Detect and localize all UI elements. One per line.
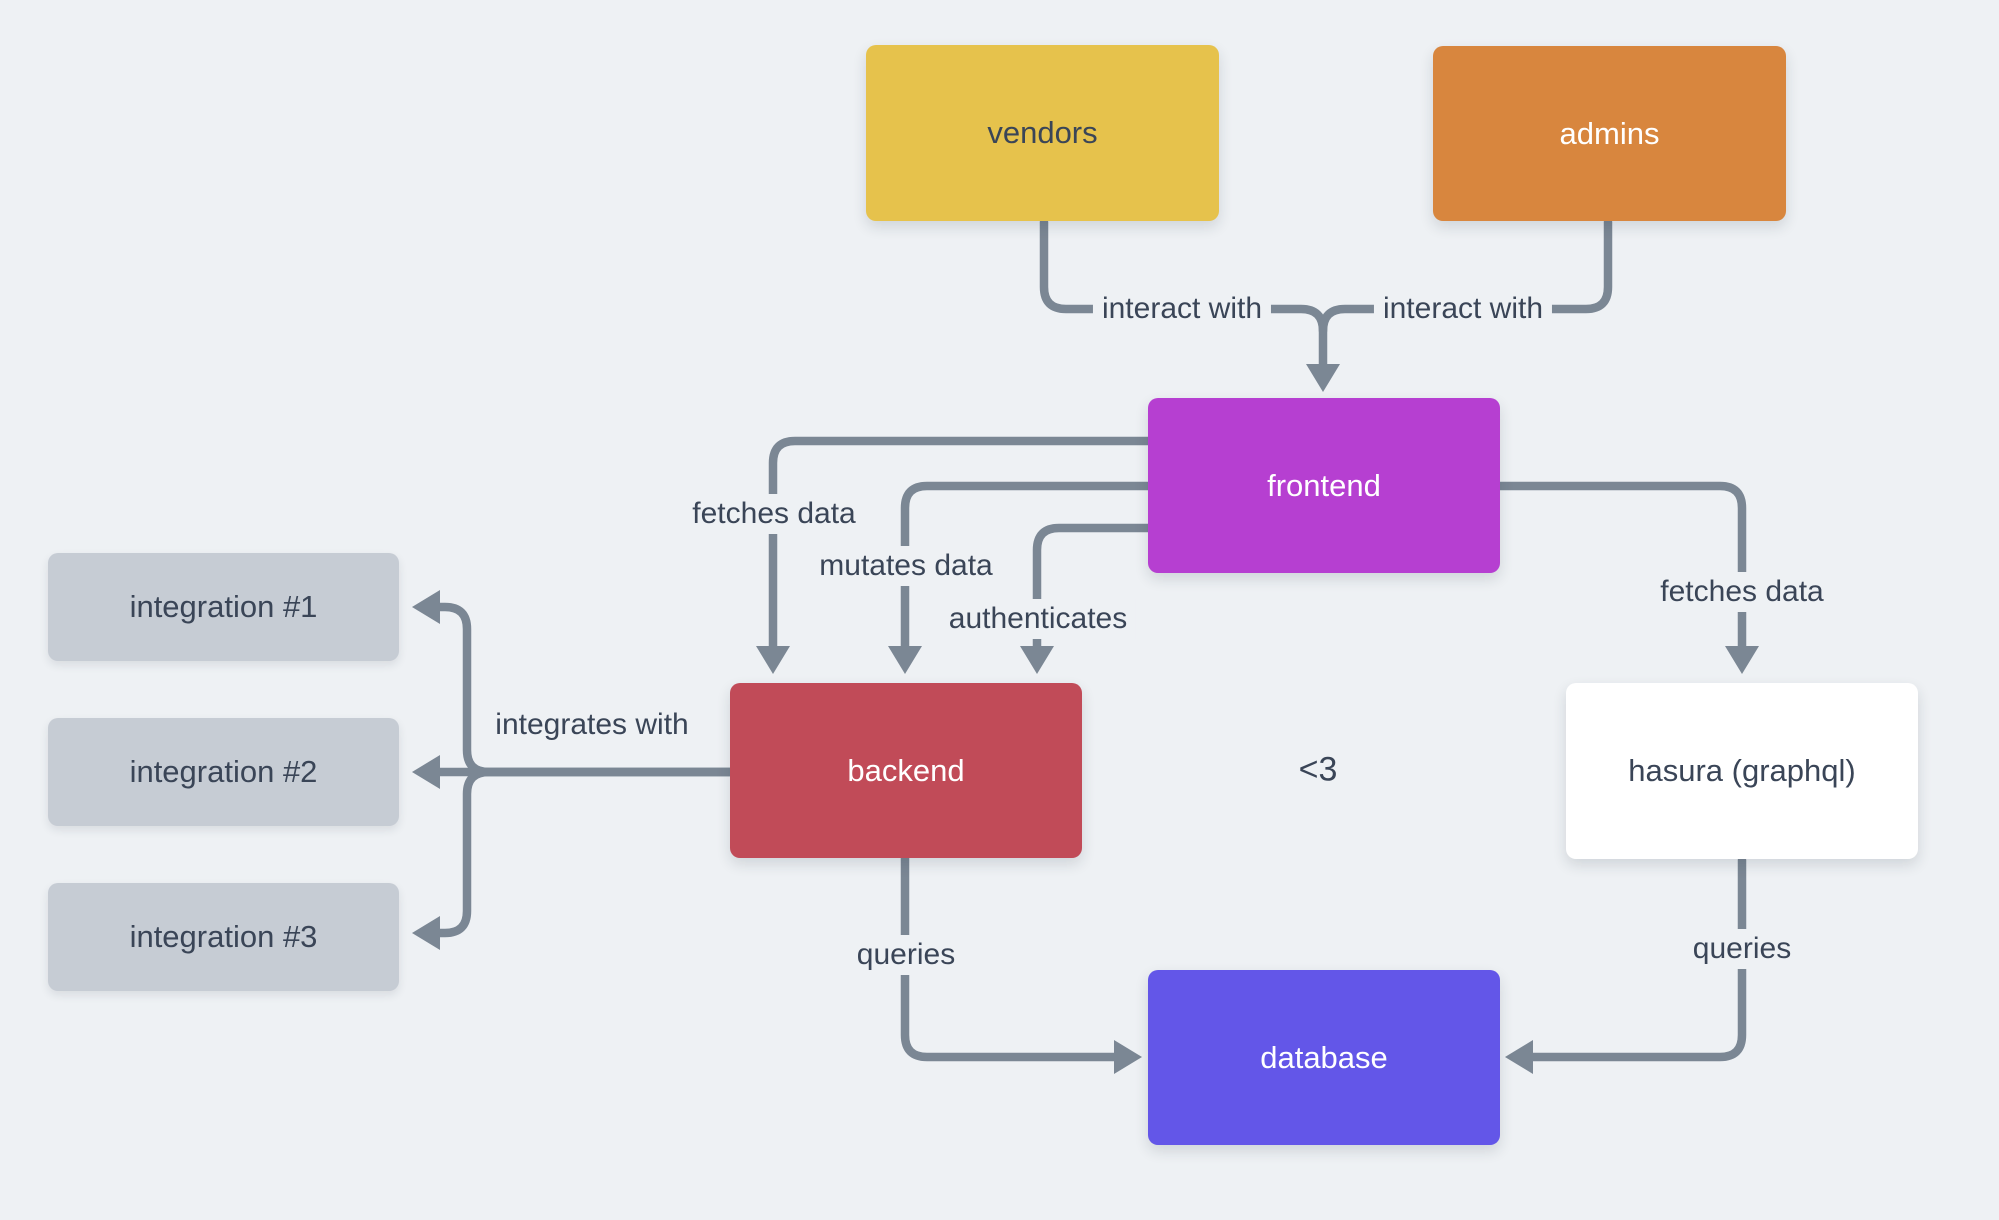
arrowhead-down-backend-2	[888, 646, 922, 674]
edge-label-queries-hasura: queries	[1683, 929, 1801, 969]
edge-label-mutates-data: mutates data	[810, 546, 1002, 586]
arrowhead-left-integration1	[412, 590, 440, 624]
node-integration-3: integration #3	[48, 883, 399, 991]
node-hasura: hasura (graphql)	[1566, 683, 1918, 859]
heart-text: <3	[1298, 750, 1338, 789]
node-integration-1-label: integration #1	[129, 589, 318, 624]
node-integration-1: integration #1	[48, 553, 399, 661]
node-frontend: frontend	[1148, 398, 1500, 573]
arrowhead-down-backend-1	[756, 646, 790, 674]
node-database: database	[1148, 970, 1500, 1145]
edge-label-fetches-data-hasura: fetches data	[1651, 572, 1833, 612]
arrowhead-down-backend-3	[1020, 646, 1054, 674]
node-integration-3-label: integration #3	[129, 919, 318, 954]
arrowhead-down-frontend	[1306, 364, 1340, 392]
node-vendors: vendors	[866, 45, 1219, 221]
node-integration-2-label: integration #2	[129, 754, 318, 789]
node-hasura-label: hasura (graphql)	[1628, 753, 1856, 788]
node-backend-label: backend	[847, 752, 965, 788]
node-backend: backend	[730, 683, 1082, 858]
edge-label-queries-backend: queries	[847, 935, 965, 975]
node-integration-2: integration #2	[48, 718, 399, 826]
arrowhead-left-integration2	[412, 755, 440, 789]
edge-label-interact-with-admins: interact with	[1373, 289, 1553, 329]
node-frontend-label: frontend	[1267, 467, 1381, 503]
edge-admins-frontend	[1306, 217, 1613, 392]
node-admins: admins	[1433, 46, 1786, 221]
edge-backend-integrations	[412, 590, 735, 950]
arrowhead-left-integration3	[412, 916, 440, 950]
edge-frontend-hasura	[1494, 481, 1759, 674]
node-admins-label: admins	[1559, 115, 1660, 151]
edge-frontend-backend-fetches	[756, 436, 1153, 674]
arrowhead-left-database	[1505, 1040, 1533, 1074]
edge-backend-database	[900, 853, 1142, 1074]
edge-label-fetches-data-backend: fetches data	[683, 494, 865, 534]
edge-frontend-backend-authenticates	[1020, 523, 1153, 674]
edge-hasura-database	[1505, 855, 1747, 1074]
arrowhead-right-database	[1114, 1040, 1142, 1074]
edge-label-authenticates: authenticates	[939, 599, 1137, 639]
arrowhead-down-hasura	[1725, 646, 1759, 674]
edge-label-integrates-with: integrates with	[495, 708, 689, 741]
node-vendors-label: vendors	[987, 115, 1098, 150]
edge-frontend-backend-mutates	[888, 481, 1153, 674]
edge-label-interact-with-vendors: interact with	[1092, 289, 1272, 329]
node-database-label: database	[1260, 1039, 1388, 1075]
